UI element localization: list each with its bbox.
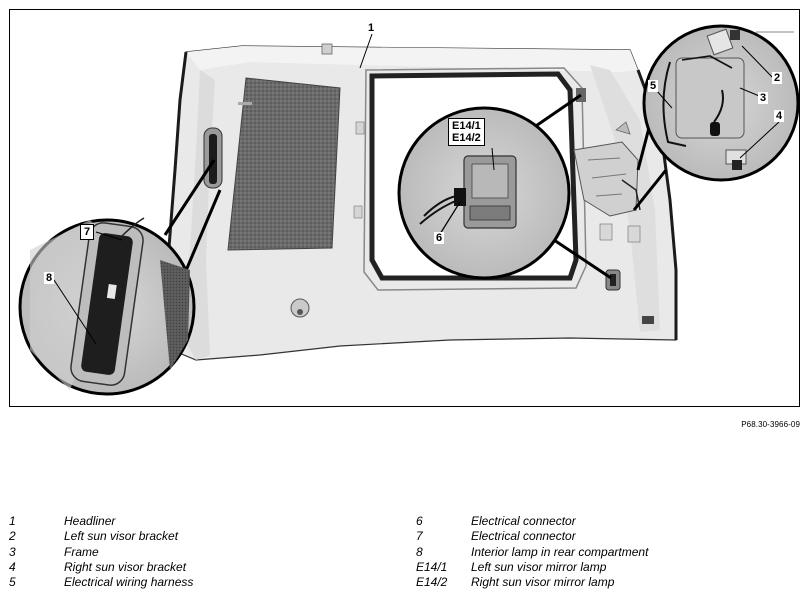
legend-label: Electrical wiring harness	[64, 575, 194, 590]
callout-e14-2: E14/2	[452, 132, 481, 144]
legend-label: Interior lamp in rear compartment	[471, 544, 649, 559]
diagram-figure: 1 2 3 4 5 6 7 8 E14/1 E14/2	[9, 9, 800, 407]
legend-number: 8	[416, 544, 423, 559]
callout-6: 6	[434, 232, 445, 244]
legend-number: 4	[9, 559, 16, 574]
callout-4: 4	[774, 110, 785, 122]
legend-label: Electrical connector	[471, 529, 576, 544]
callout-e14-group: E14/1 E14/2	[448, 118, 485, 146]
callout-7: 7	[80, 224, 95, 240]
legend-number: 2	[9, 529, 16, 544]
callout-2: 2	[772, 72, 783, 84]
legend-number: 3	[9, 544, 16, 559]
callout-8: 8	[44, 272, 55, 284]
callout-pointers	[53, 33, 780, 345]
legend-number: 6	[416, 514, 423, 528]
legend-label: Left sun visor bracket	[64, 529, 179, 544]
legend-number: 1	[9, 514, 16, 528]
legend-number: E14/1	[416, 559, 448, 574]
callout-3: 3	[758, 92, 769, 104]
legend-number: 7	[416, 529, 423, 544]
legend-label: Electrical connector	[471, 514, 576, 528]
legend-number: 5	[9, 575, 16, 590]
legend-label: Right sun visor bracket	[64, 559, 187, 574]
zoom-detail-rear-lamp	[18, 217, 196, 396]
legend-label: Right sun visor mirror lamp	[471, 575, 615, 590]
legend-label: Headliner	[64, 514, 116, 528]
callout-5: 5	[648, 80, 659, 92]
figure-reference-code: P68.30-3966-09	[741, 420, 800, 429]
legend: 1 Headliner 2 Left sun visor bracket 3 Fram…	[9, 514, 809, 594]
headliner-illustration	[18, 24, 799, 396]
callout-e14-1: E14/1	[452, 120, 481, 132]
callout-1: 1	[366, 22, 377, 34]
legend-label: Frame	[64, 544, 99, 559]
legend-label: Left sun visor mirror lamp	[471, 559, 607, 574]
legend-number: E14/2	[416, 575, 448, 590]
